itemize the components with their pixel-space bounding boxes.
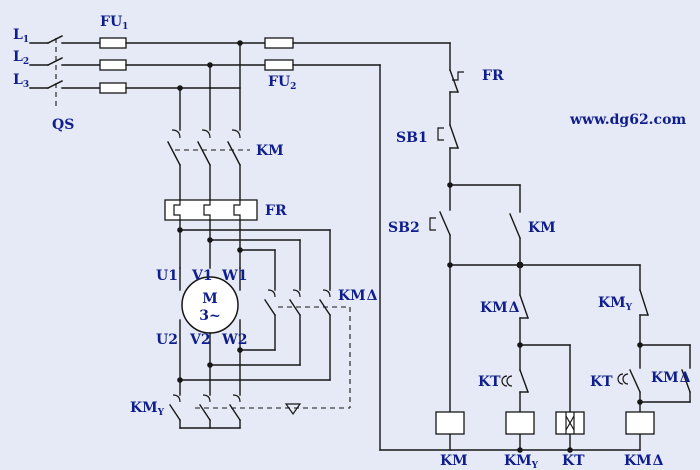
label-l3: L3	[13, 72, 29, 90]
labels: L1 L2 L3 QS FU1 FU2 KM FR U1 V1 W1 U2 V2…	[13, 14, 691, 470]
label-u2: U2	[156, 332, 178, 348]
km-delta-contacts	[264, 289, 350, 316]
coil-km	[435, 411, 465, 435]
label-sb1: SB1	[396, 130, 428, 146]
km-y-contacts	[169, 394, 350, 421]
power-circuit: M 3~	[29, 35, 641, 451]
control-circuit	[429, 42, 691, 453]
fu2-fuses	[264, 37, 294, 71]
label-km-hold: KM	[528, 220, 556, 236]
sb2-no-button	[429, 184, 451, 266]
label-w1: W1	[221, 268, 247, 284]
label-coil-kt: KT	[562, 453, 585, 469]
label-km-y-nc: KMY	[598, 295, 633, 313]
fr-thermal-relay	[164, 199, 258, 221]
label-km-delta: KMΔ	[338, 288, 378, 304]
kt-delayed-no	[617, 344, 641, 393]
sb1-nc-button	[437, 124, 459, 186]
label-coil-km-delta: KMΔ	[624, 453, 664, 469]
label-fr-main: FR	[265, 203, 287, 219]
label-km-main: KM	[256, 143, 284, 159]
kt-delayed-nc	[501, 344, 529, 393]
motor-symbol: M	[202, 291, 218, 307]
label-l1: L1	[13, 27, 29, 45]
label-kt-right: KT	[590, 374, 613, 390]
label-control-fr: FR	[482, 68, 504, 84]
fr-nc-contact	[449, 42, 464, 126]
label-v1: V1	[191, 268, 213, 284]
label-u1: U1	[156, 268, 178, 284]
label-km-delta-nc: KMΔ	[480, 300, 520, 316]
label-fu2: FU2	[268, 74, 296, 92]
label-l2: L2	[13, 49, 29, 67]
motor-phase: 3~	[199, 308, 220, 324]
qs-switch	[47, 35, 101, 108]
label-kt-left: KT	[478, 374, 501, 390]
label-w2: W2	[221, 332, 247, 348]
label-fu1: FU1	[100, 14, 128, 32]
label-coil-km-y: KMY	[504, 453, 539, 470]
label-km-delta-aux: KMΔ	[651, 370, 691, 386]
km-delta-aux-contact	[639, 344, 691, 403]
coil-km-y	[505, 411, 535, 435]
label-km-y: KMY	[130, 400, 165, 418]
motor: M 3~	[181, 276, 239, 334]
km-hold-contact	[509, 184, 521, 266]
label-sb2: SB2	[388, 220, 420, 236]
coil-km-delta	[625, 411, 655, 435]
label-v2: V2	[189, 332, 211, 348]
km-y-nc-contact	[639, 289, 649, 316]
km-delta-nc-contact	[519, 294, 529, 319]
label-qs: QS	[52, 117, 74, 133]
km-main-contacts	[167, 129, 250, 166]
website-url: www.dg62.com	[569, 112, 686, 128]
coil-kt	[555, 411, 585, 435]
label-coil-km: KM	[440, 453, 468, 469]
fu1-fuses	[99, 37, 127, 94]
